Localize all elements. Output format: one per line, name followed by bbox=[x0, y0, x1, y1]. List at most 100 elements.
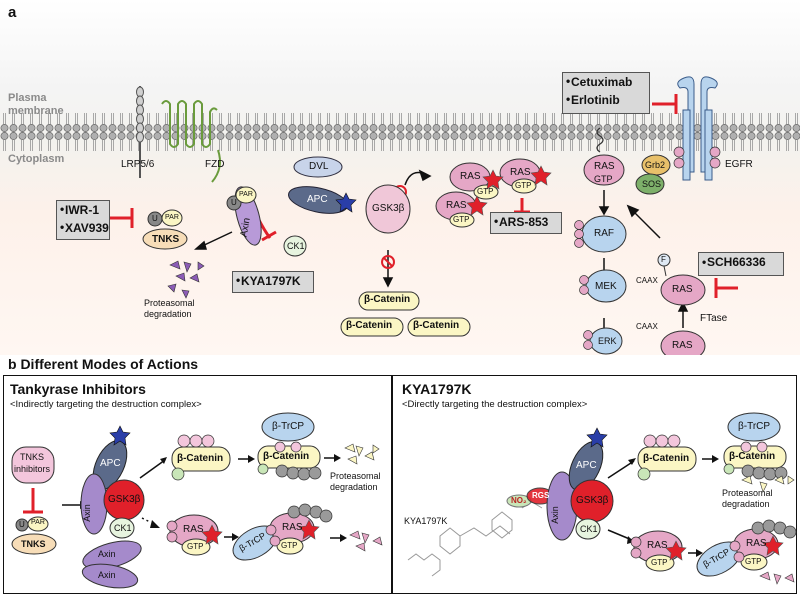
bullet-erlotinib: • bbox=[566, 92, 571, 106]
axin-label-b-left: Axin bbox=[81, 504, 92, 522]
plasma-membrane bbox=[0, 110, 800, 154]
iwr-item: IWR-1 bbox=[65, 203, 99, 217]
bullet-iwr: • bbox=[60, 202, 65, 216]
bullet-xav: • bbox=[60, 220, 65, 234]
panel-a-diagram bbox=[0, 76, 800, 355]
ras-label-farnesyl: RAS bbox=[672, 284, 693, 295]
ras-star-icon-1 bbox=[482, 169, 504, 190]
u-label-tnks: U bbox=[152, 214, 158, 223]
gtp-label-3: GTP bbox=[453, 215, 470, 224]
tnks-inhibitors-label-2: inhibitors bbox=[14, 464, 51, 474]
block-sign-2 bbox=[381, 255, 395, 269]
bcat-label-2: β-Catenin bbox=[346, 320, 393, 331]
right-subtitle: <Directly targeting the destruction comp… bbox=[402, 399, 588, 410]
egfr-label: EGFR bbox=[725, 159, 753, 170]
erk-label: ERK bbox=[598, 336, 617, 346]
sch-box: SCH66336 bbox=[698, 252, 784, 276]
proteasomal-right-1: Proteasomal bbox=[722, 488, 773, 498]
apc-label-b-left: APC bbox=[100, 458, 121, 469]
gsk-node bbox=[365, 184, 411, 234]
ras-anchor bbox=[596, 127, 604, 153]
ars-box: ARS-853 bbox=[490, 212, 562, 234]
tnks-node bbox=[142, 228, 188, 250]
panel-a-label: a bbox=[8, 4, 17, 21]
apc-label-b-right: APC bbox=[576, 460, 597, 471]
par-label-b: PAR bbox=[31, 519, 45, 526]
proteasomal-label-1: Proteasomal bbox=[144, 298, 195, 308]
farnesyl-label: F bbox=[661, 255, 666, 264]
panel-b-divider bbox=[391, 375, 393, 594]
ras-label-b-right: RAS bbox=[647, 540, 668, 551]
erlotinib-item: Erlotinib bbox=[571, 93, 620, 107]
sos-node bbox=[635, 173, 665, 195]
ras-star-icon-3 bbox=[466, 195, 488, 216]
ck1-label: CK1 bbox=[287, 241, 305, 251]
par-label-axin: PAR bbox=[239, 191, 253, 198]
egfr-receptor bbox=[677, 76, 718, 181]
proteasomal-right-2: degradation bbox=[722, 499, 770, 509]
proteasomal-label-2: degradation bbox=[144, 309, 192, 319]
sos-label: SOS bbox=[642, 179, 662, 189]
gtp-label-egfr: GTP bbox=[594, 174, 613, 184]
inhibit-iwr bbox=[110, 208, 134, 228]
ftase-label: FTase bbox=[700, 313, 728, 324]
axin-label-b-left-2: Axin bbox=[98, 549, 116, 559]
bcat-label-1: β-Catenin bbox=[364, 294, 411, 305]
panel-a: a Plasma membrane Cytoplasm bbox=[0, 0, 800, 355]
plasma-membrane-label-1: Plasma bbox=[8, 92, 47, 104]
gsk-label-b-right: GSK3β bbox=[576, 495, 609, 506]
apc-star-icon bbox=[335, 192, 357, 213]
gsk-label-b-left: GSK3β bbox=[108, 494, 141, 505]
tnks-inhibitors-label-1: TNKS bbox=[20, 452, 45, 462]
bcat-node-1 bbox=[358, 291, 420, 311]
inhibit-sch bbox=[714, 278, 738, 298]
bcat-node-3 bbox=[407, 317, 471, 337]
bullet-sch: • bbox=[702, 255, 707, 269]
ck1-node bbox=[283, 235, 307, 257]
ras-label-2: RAS bbox=[510, 167, 531, 178]
ras-label-b-left-2: RAS bbox=[282, 522, 303, 533]
ras-node-caax bbox=[660, 330, 706, 355]
kya-compound-label: KYA1797K bbox=[404, 516, 448, 526]
bcat-label-b-left-2: β-Catenin bbox=[263, 451, 310, 462]
left-subtitle: <Indirectly targeting the destruction co… bbox=[10, 399, 202, 410]
right-title: KYA1797K bbox=[402, 381, 472, 397]
kya-item: KYA1797K bbox=[241, 274, 301, 288]
mek-label: MEK bbox=[595, 281, 617, 292]
btrcp-label-left-top: β-TrCP bbox=[272, 421, 305, 432]
par-badge-axin bbox=[235, 186, 257, 204]
cytoplasm-label: Cytoplasm bbox=[8, 153, 65, 165]
bullet-ars: • bbox=[494, 214, 499, 228]
gtp-label-2: GTP bbox=[515, 181, 532, 190]
ras-label-1: RAS bbox=[460, 171, 481, 182]
panel-b-frame bbox=[3, 375, 797, 594]
u-label-b: U bbox=[19, 520, 25, 529]
ck1-label-b-left: CK1 bbox=[114, 523, 132, 533]
ck1-label-b-right: CK1 bbox=[580, 524, 598, 534]
bcat-label-b-right: β-Catenin bbox=[643, 453, 690, 464]
bcat-label-3: β-Catenin bbox=[413, 320, 460, 331]
par-badge-tnks bbox=[161, 209, 183, 227]
egfr-inhibitor-box: Cetuximab Erlotinib bbox=[562, 72, 650, 114]
rgs-label: RGS bbox=[532, 491, 550, 500]
grb2-label: Grb2 bbox=[645, 160, 666, 170]
tnks-label-b: TNKS bbox=[21, 539, 46, 549]
axin-label-b-left-3: Axin bbox=[98, 570, 116, 580]
proteasomal-left-1: Proteasomal bbox=[330, 471, 381, 481]
tnks-label: TNKS bbox=[152, 234, 180, 245]
gtp-label-b-right: GTP bbox=[651, 558, 668, 567]
lrp-receptor bbox=[136, 86, 144, 178]
no2-label: NO₂ bbox=[511, 496, 527, 505]
bullet-cetuximab: • bbox=[566, 74, 571, 88]
raf-label: RAF bbox=[594, 228, 614, 239]
apc-label: APC bbox=[307, 194, 328, 205]
ras-cluster bbox=[435, 158, 552, 228]
inhibit-ars bbox=[514, 198, 530, 214]
gtp-label-b-left-2: GTP bbox=[281, 541, 298, 550]
btrcp-label-right-top: β-TrCP bbox=[738, 421, 771, 432]
fzd-label: FZD bbox=[205, 159, 225, 170]
dvl-label: DVL bbox=[309, 161, 329, 172]
panel-b-heading: b Different Modes of Actions bbox=[8, 356, 199, 372]
ars-item: ARS-853 bbox=[499, 215, 549, 229]
par-label-tnks: PAR bbox=[165, 214, 179, 221]
